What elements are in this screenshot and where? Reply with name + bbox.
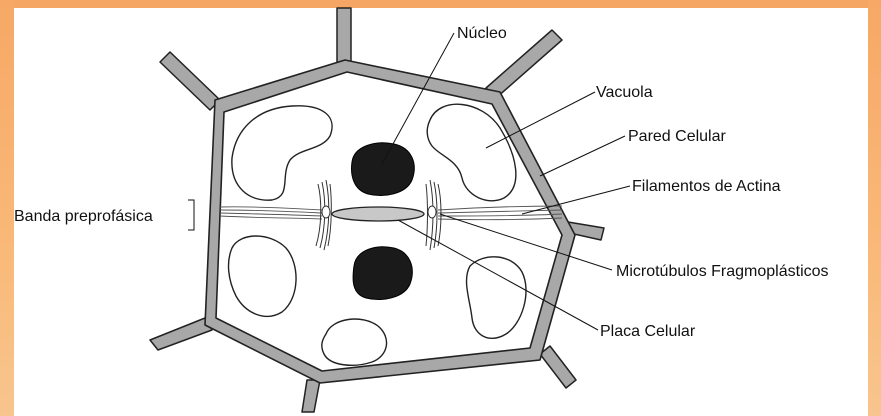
label-nucleo: Núcleo [457, 25, 507, 42]
label-placa-celular: Placa Celular [600, 323, 696, 340]
label-banda-preprofasica: Banda preprofásica [14, 208, 153, 225]
label-microtubulos: Microtúbulos Fragmoplásticos [616, 263, 829, 280]
vacuole-bottom-center [322, 319, 387, 365]
label-vacuola: Vacuola [596, 84, 653, 101]
label-filamentos-actina: Filamentos de Actina [632, 178, 781, 195]
label-pared-celular: Pared Celular [628, 128, 727, 145]
cell-wall [205, 60, 575, 383]
cell-plate [332, 207, 424, 221]
nucleus-top [352, 143, 415, 196]
nucleus-bottom [353, 247, 412, 300]
